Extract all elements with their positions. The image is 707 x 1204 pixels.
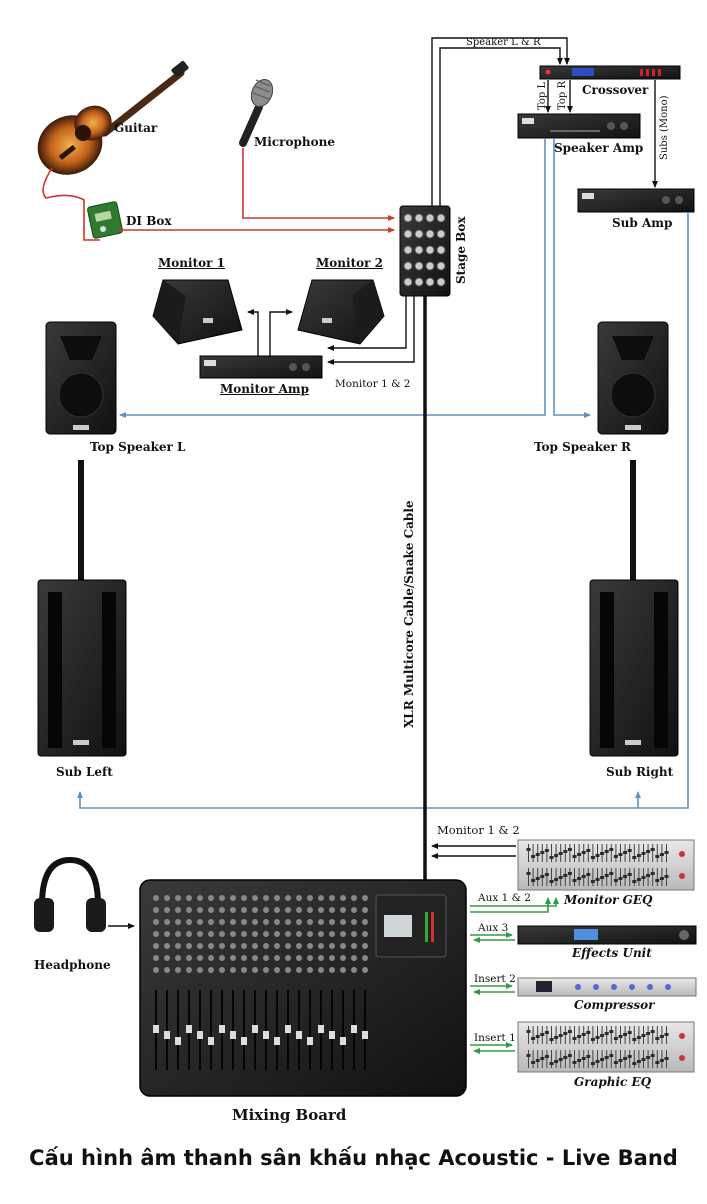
sub-right-label: Sub Right [606,765,674,779]
crossover-unit-icon [539,65,681,80]
top-l-label: Top L [537,81,548,110]
stage-box-label: Stage Box [454,216,468,285]
insert-1-label: Insert 1 [474,1032,516,1044]
di-box-icon [87,201,123,239]
stage-box-icon [399,205,451,297]
headphone-label: Headphone [34,958,111,972]
effects-unit-label: Effects Unit [572,946,652,960]
sub-left-label: Sub Left [56,765,113,779]
speaker-amp-label: Speaker Amp [554,141,644,155]
monitor-2-label: Monitor 2 [316,256,383,270]
speaker-amp-icon [517,113,641,139]
headphone-icon [34,856,106,932]
microphone-icon [239,78,274,147]
graphic-eq-icon [517,1021,695,1073]
insert-2-label: Insert 2 [474,973,516,985]
monitor-1-label: Monitor 1 [158,256,225,270]
page-title: Cấu hình âm thanh sân khấu nhạc Acoustic… [29,1146,678,1170]
compressor-icon [517,977,697,997]
monitor-geq-label: Monitor GEQ [564,893,653,907]
compressor-label: Compressor [574,998,655,1012]
aux-3-label: Aux 3 [478,922,509,934]
monitor-amp-label: Monitor Amp [220,382,310,396]
subs-mono-label: Subs (Mono) [659,95,670,160]
sub-amp-icon [577,188,695,213]
sub-right-icon [589,579,679,757]
guitar-label: Guitar [114,121,158,135]
effects-unit-icon [517,925,697,945]
sub-amp-label: Sub Amp [612,216,673,230]
mixing-board-label: Mixing Board [232,1106,347,1124]
graphic-eq-label: Graphic EQ [574,1075,652,1089]
di-box-label: DI Box [126,214,172,228]
speaker-lr-label: Speaker L & R [466,37,541,48]
sub-left-icon [37,579,127,757]
top-r-label: Top R [557,80,568,110]
microphone-label: Microphone [254,135,335,149]
monitor-1-2-bottom-label: Monitor 1 & 2 [437,823,520,837]
top-speaker-r-label: Top Speaker R [534,440,632,454]
crossover-label: Crossover [582,83,649,97]
monitor-2-wedge-icon [297,279,385,345]
mixing-board-icon [139,879,467,1097]
top-speaker-right-icon [597,321,669,435]
monitor-amp-icon [199,355,323,379]
top-speaker-l-label: Top Speaker L [90,440,186,454]
monitor-geq-icon [517,839,695,891]
guitar-icon [37,60,189,175]
top-speaker-left-icon [45,321,117,435]
monitor-1-2-top-label: Monitor 1 & 2 [335,378,411,390]
snake-cable-label: XLR Multicore Cable/Snake Cable [402,500,416,728]
aux-1-2-label: Aux 1 & 2 [478,892,531,904]
monitor-1-wedge-icon [152,279,243,345]
